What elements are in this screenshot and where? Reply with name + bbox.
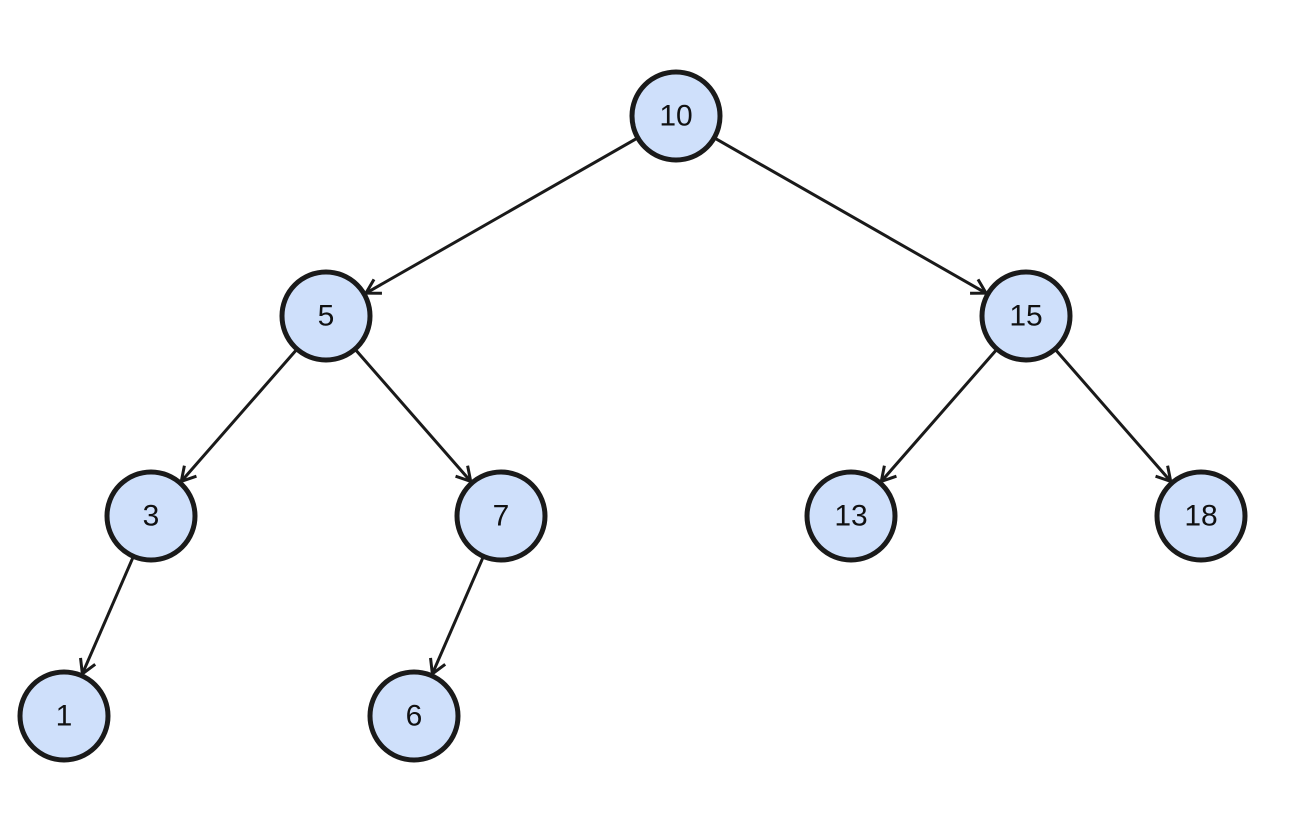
node-label: 10 — [659, 100, 692, 133]
tree-node-7: 7 — [454, 469, 548, 563]
node-label: 3 — [143, 500, 160, 533]
node-label: 5 — [318, 300, 335, 333]
edge-n15-n13 — [879, 349, 997, 484]
tree-node-3: 3 — [104, 469, 198, 563]
nodes-layer: 10 5 15 3 7 13 18 1 6 — [17, 69, 1248, 763]
edge-line — [355, 349, 472, 483]
node-circle — [367, 669, 461, 763]
node-circle — [804, 469, 898, 563]
edge-line — [80, 557, 135, 675]
edge-line — [365, 137, 637, 295]
edge-n7-n6 — [429, 557, 485, 677]
edges-layer — [79, 137, 1173, 677]
node-circle — [279, 269, 373, 363]
tree-node-5: 5 — [279, 269, 373, 363]
node-circle — [454, 469, 548, 563]
node-label: 6 — [406, 700, 423, 733]
edge-n5-n3 — [179, 349, 297, 484]
node-label: 18 — [1184, 500, 1217, 533]
tree-node-15: 15 — [979, 269, 1073, 363]
node-circle — [17, 669, 111, 763]
node-circle — [1154, 469, 1248, 563]
node-label: 13 — [834, 500, 867, 533]
node-circle — [104, 469, 198, 563]
edge-n3-n1 — [79, 557, 135, 677]
edge-line — [880, 349, 997, 483]
edge-n5-n7 — [355, 349, 473, 484]
tree-node-13: 13 — [804, 469, 898, 563]
tree-node-6: 6 — [367, 669, 461, 763]
edge-line — [430, 557, 485, 675]
tree-node-18: 18 — [1154, 469, 1248, 563]
edge-n15-n18 — [1055, 349, 1173, 484]
edge-n10-n5 — [363, 137, 637, 295]
node-circle — [979, 269, 1073, 363]
node-label: 15 — [1009, 300, 1042, 333]
edge-line — [715, 137, 987, 295]
node-label: 1 — [56, 700, 73, 733]
tree-node-10: 10 — [629, 69, 723, 163]
tree-node-1: 1 — [17, 669, 111, 763]
edge-line — [1055, 349, 1172, 483]
edge-line — [180, 349, 297, 483]
node-circle — [629, 69, 723, 163]
node-label: 7 — [493, 500, 510, 533]
edge-n10-n15 — [715, 137, 989, 295]
